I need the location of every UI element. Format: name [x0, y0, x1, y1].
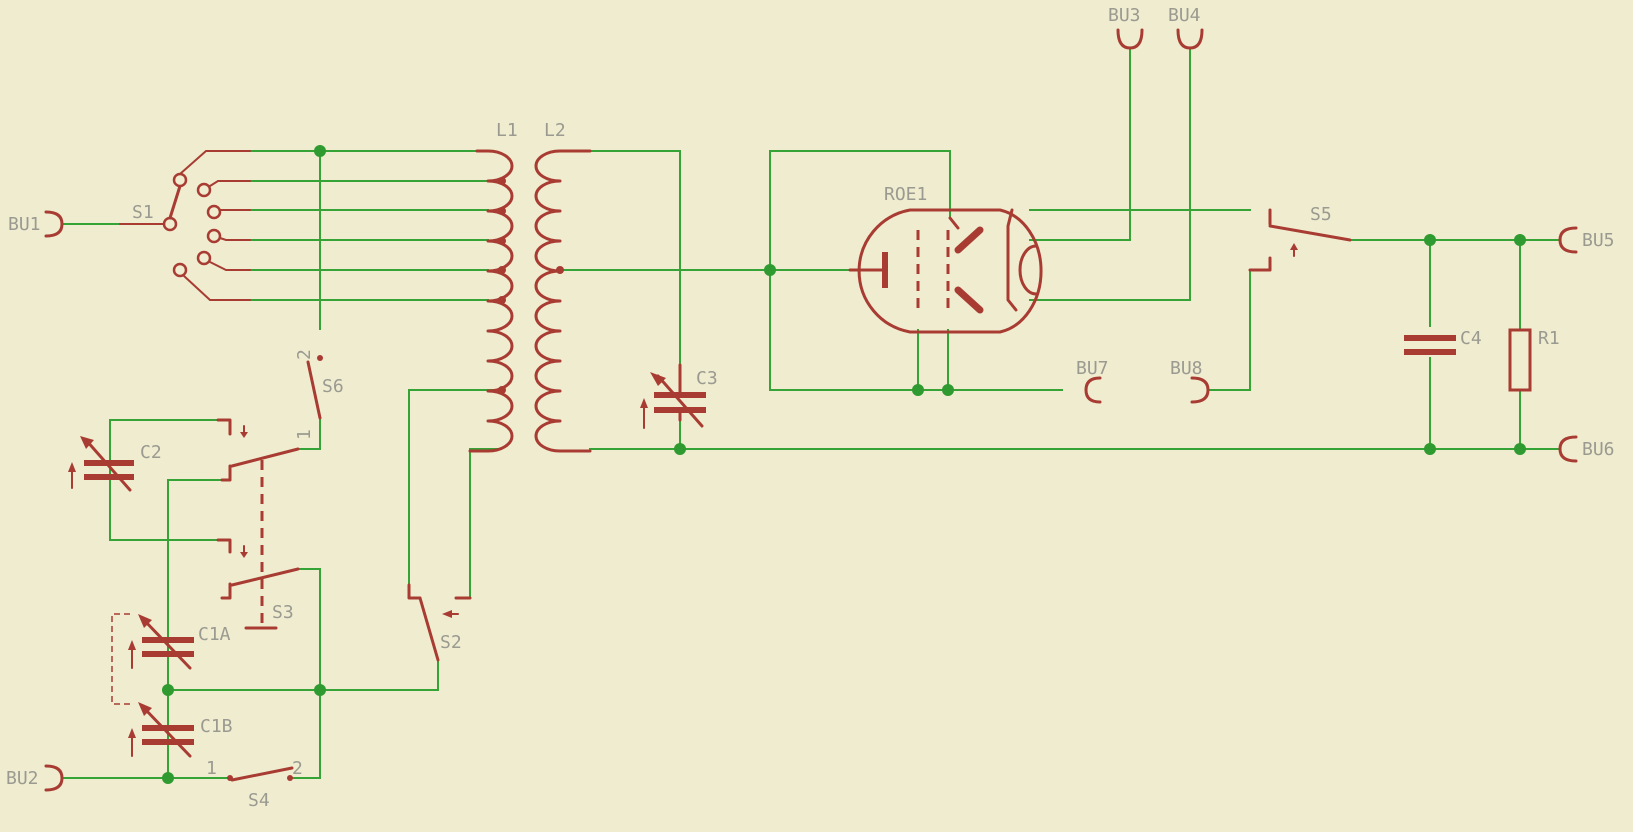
label-s4-pin1: 1 — [206, 758, 217, 779]
inductor-l1: L1 — [468, 120, 518, 453]
capacitor-c3: C3 — [640, 363, 718, 429]
connector-bu4: BU4 — [1168, 5, 1204, 50]
label-bu5: BU5 — [1582, 230, 1615, 251]
label-bu8: BU8 — [1170, 358, 1203, 379]
label-c4: C4 — [1460, 328, 1482, 349]
junction — [942, 384, 954, 396]
connector-bu1: BU1 — [8, 210, 64, 238]
label-bu1: BU1 — [8, 214, 41, 235]
switch-s1: S1 — [119, 150, 251, 301]
connector-bu7: BU7 — [1076, 358, 1109, 404]
connector-bu3: BU3 — [1108, 5, 1144, 50]
junction — [162, 772, 174, 784]
label-s2: S2 — [440, 632, 462, 653]
connector-bu6: BU6 — [1558, 435, 1615, 463]
label-s6-pin1: 1 — [294, 429, 315, 440]
junction — [1514, 234, 1526, 246]
switch-s4: 1 2 S4 — [206, 758, 303, 811]
capacitor-c1a: C1A — [128, 614, 231, 670]
switch-s5: S5 — [1248, 204, 1352, 272]
label-l1: L1 — [496, 120, 518, 141]
connector-bu5: BU5 — [1558, 226, 1615, 254]
label-c2: C2 — [140, 442, 162, 463]
switch-s3: S3 — [216, 418, 300, 630]
label-l2: L2 — [544, 120, 566, 141]
junction — [1514, 443, 1526, 455]
switch-s6: 2 1 S6 — [294, 349, 344, 440]
label-s4-pin2: 2 — [292, 758, 303, 779]
label-s4: S4 — [248, 790, 270, 811]
junction — [162, 684, 174, 696]
label-c1a: C1A — [198, 624, 231, 645]
junction — [1424, 234, 1436, 246]
capacitor-c2: C2 — [68, 436, 162, 492]
junctions — [162, 145, 1526, 784]
junction — [912, 384, 924, 396]
junction — [1424, 443, 1436, 455]
label-bu4: BU4 — [1168, 5, 1201, 26]
capacitor-c1b: C1B — [128, 702, 233, 758]
connector-bu2: BU2 — [6, 764, 64, 792]
label-roe1: ROE1 — [884, 184, 927, 205]
junction — [764, 264, 776, 276]
label-c1b: C1B — [200, 716, 233, 737]
connector-bu8: BU8 — [1170, 358, 1210, 404]
junction — [314, 684, 326, 696]
switch-s2: S2 — [407, 583, 472, 662]
label-bu3: BU3 — [1108, 5, 1141, 26]
label-c3: C3 — [696, 368, 718, 389]
label-s1: S1 — [132, 202, 154, 223]
connectors: BU1 BU2 BU3 BU4 BU5 BU6 BU7 BU8 — [6, 5, 1615, 792]
tube-roe1: ROE1 — [848, 184, 1043, 334]
resistor-r1: R1 — [1508, 328, 1560, 392]
inductor-l2: L2 — [534, 120, 592, 453]
label-r1: R1 — [1538, 328, 1560, 349]
junction — [314, 145, 326, 157]
junction — [674, 443, 686, 455]
label-s5: S5 — [1310, 204, 1332, 225]
label-bu6: BU6 — [1582, 439, 1615, 460]
capacitor-c4: C4 — [1404, 328, 1482, 355]
label-bu2: BU2 — [6, 768, 39, 789]
label-s6: S6 — [322, 376, 344, 397]
label-s3: S3 — [272, 602, 294, 623]
gang-link-c1 — [111, 613, 130, 705]
label-s6-pin2: 2 — [294, 349, 315, 360]
label-bu7: BU7 — [1076, 358, 1109, 379]
nets — [61, 47, 1561, 779]
